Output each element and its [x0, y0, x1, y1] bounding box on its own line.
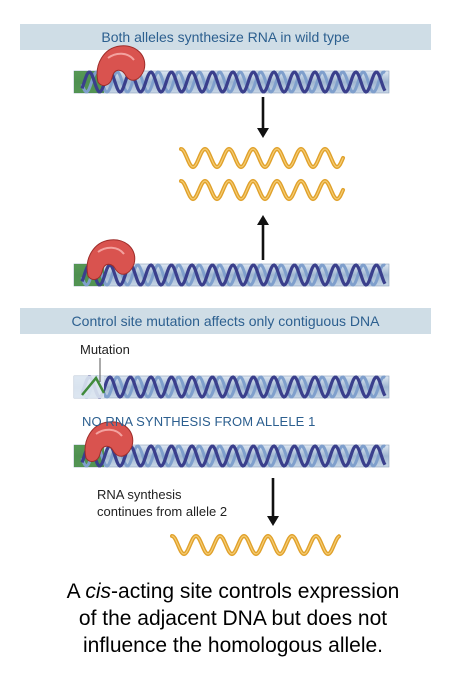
down-arrow-icon	[257, 97, 269, 138]
banner-mutation: Control site mutation affects only conti…	[20, 308, 431, 334]
rna-polymerase-icon	[84, 421, 134, 462]
rna-continues-label-line1: RNA synthesis	[97, 487, 182, 502]
caption: A cis-acting site controls expression of…	[0, 578, 466, 659]
dna-helix-allele1-wildtype	[73, 70, 390, 94]
rna-strand-icon	[170, 533, 341, 557]
mutation-label: Mutation	[80, 342, 130, 357]
banner-wild-type: Both alleles synthesize RNA in wild type	[20, 24, 431, 50]
rna-strand-icon	[179, 146, 345, 170]
rna-strand-icon	[179, 178, 345, 202]
dna-helix-allele1-mutant	[73, 375, 390, 399]
caption-line1: A cis-acting site controls expression	[66, 580, 400, 603]
up-arrow-icon	[257, 215, 269, 260]
rna-polymerase-icon	[96, 45, 146, 86]
caption-line2: of the adjacent DNA but does not	[78, 607, 388, 630]
down-arrow-icon	[267, 478, 279, 526]
rna-polymerase-icon	[86, 239, 136, 280]
no-rna-synthesis-label: NO RNA SYNTHESIS FROM ALLELE 1	[82, 414, 316, 429]
caption-line3: influence the homologous allele.	[82, 634, 384, 657]
rna-continues-label-line2: continues from allele 2	[97, 504, 228, 519]
